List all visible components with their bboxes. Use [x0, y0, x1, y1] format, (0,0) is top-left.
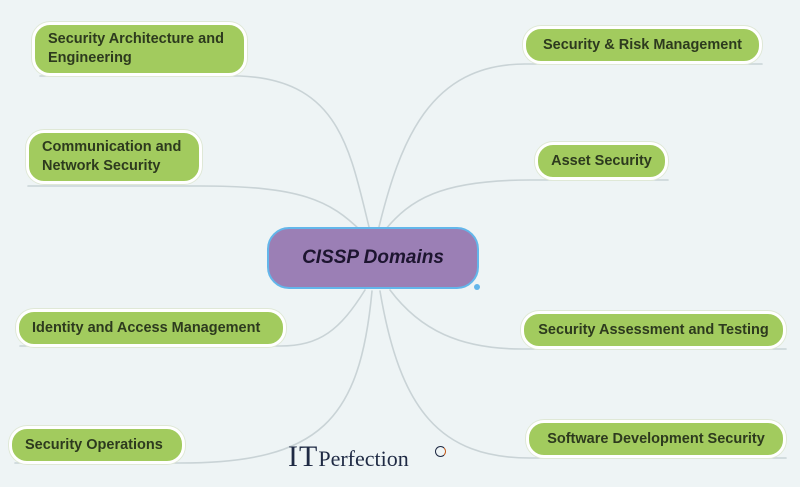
connector-risk-management: [377, 63, 763, 232]
domain-node-security-operations[interactable]: Security Operations: [9, 426, 185, 464]
center-node[interactable]: CISSP Domains: [267, 227, 479, 289]
domain-node-software-development[interactable]: Software Development Security: [526, 420, 786, 458]
domain-label: Security Operations: [25, 436, 163, 453]
domain-node-assessment-testing[interactable]: Security Assessment and Testing: [521, 311, 786, 349]
logo-swirl-icon: [435, 446, 446, 457]
connector-asset-security: [384, 179, 669, 231]
domain-label: Security & Risk Management: [542, 36, 743, 53]
resize-handle[interactable]: [474, 284, 480, 290]
connector-assessment-testing: [389, 289, 787, 350]
domain-node-asset-security[interactable]: Asset Security: [535, 142, 668, 180]
domain-node-risk-management[interactable]: Security & Risk Management: [523, 26, 762, 64]
connector-identity-access: [19, 289, 366, 347]
domain-node-security-architecture[interactable]: Security Architecture and Engineering: [32, 22, 247, 76]
domain-label: Security Architecture and Engineering: [48, 31, 224, 66]
domain-node-identity-access[interactable]: Identity and Access Management: [16, 309, 286, 347]
domain-label: Security Assessment and Testing: [538, 321, 769, 338]
connector-security-operations: [14, 290, 373, 464]
connector-software-development: [379, 290, 787, 459]
domain-label: Communication and Network Security: [42, 139, 182, 174]
domain-node-communication-network[interactable]: Communication and Network Security: [26, 130, 202, 184]
domain-label: Identity and Access Management: [32, 319, 261, 336]
itperfection-logo: IT Perfection: [288, 440, 446, 480]
domain-label: Asset Security: [551, 152, 652, 169]
logo-prefix: IT: [288, 440, 319, 473]
logo-suffix: Perfection: [318, 446, 409, 471]
connector-security-architecture: [39, 75, 371, 232]
domain-label: Software Development Security: [547, 430, 765, 447]
connector-communication-network: [27, 185, 363, 233]
center-label: CISSP Domains: [302, 247, 444, 268]
